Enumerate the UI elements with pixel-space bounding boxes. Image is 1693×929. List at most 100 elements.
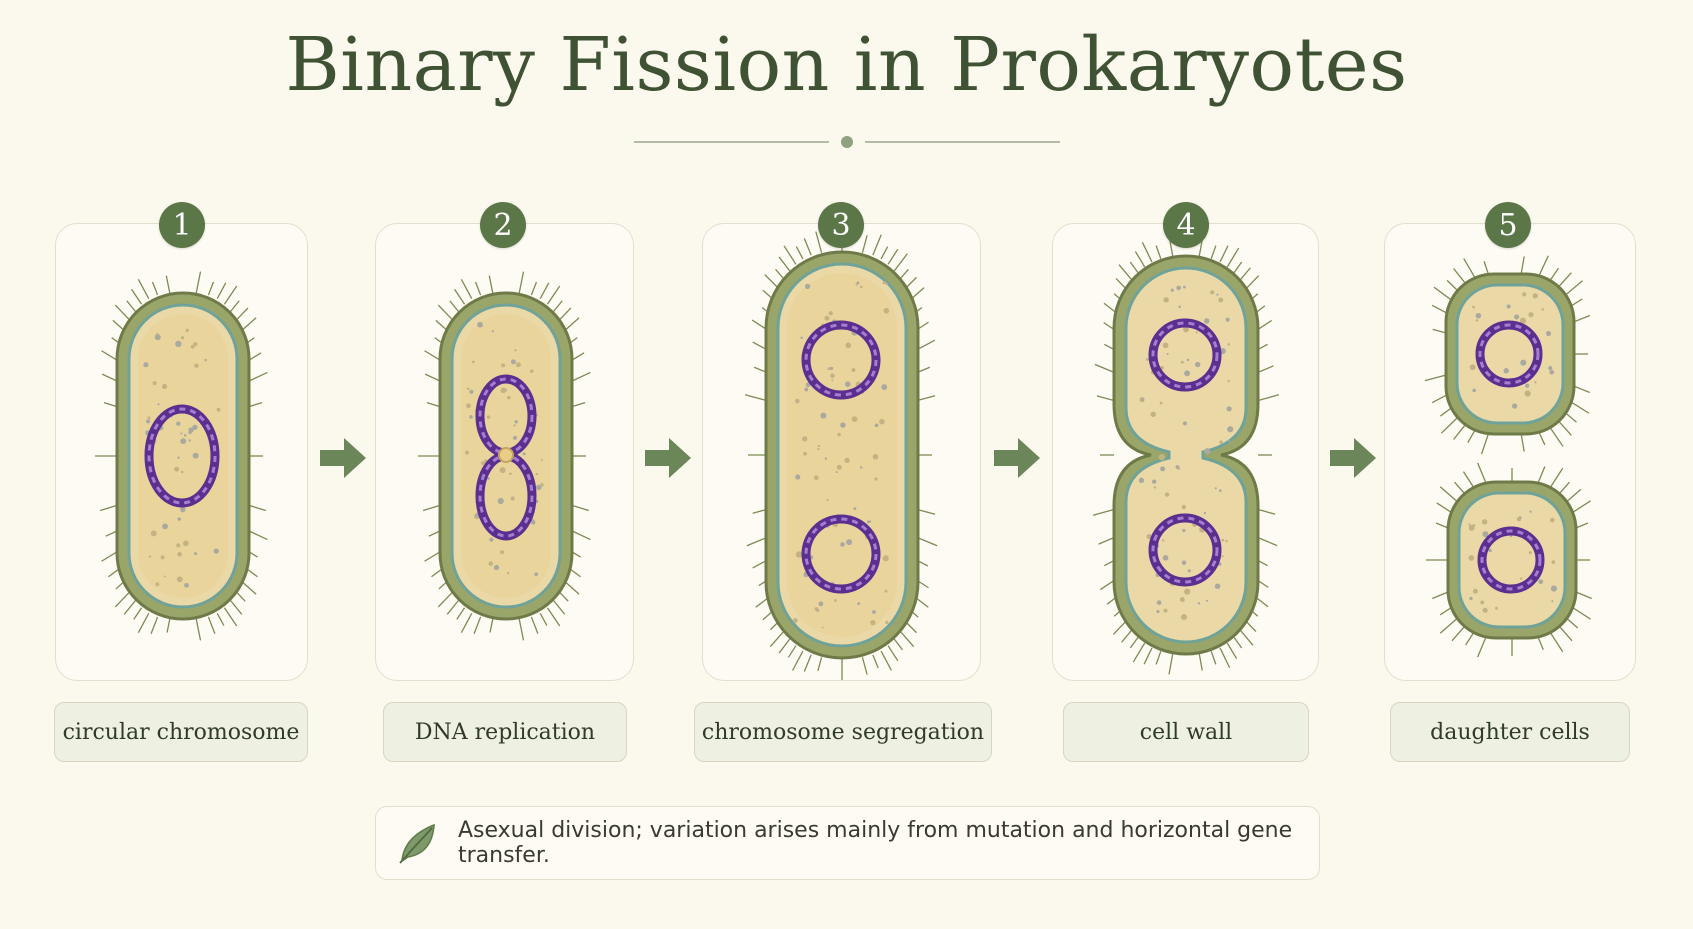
stage-3-panel [702,223,981,681]
cilium [456,607,466,620]
granule [824,315,830,321]
cilium [917,395,936,402]
granule [1482,607,1488,613]
cilium [1572,385,1591,394]
cilium [449,300,460,313]
cilium [248,504,267,512]
cilium [898,629,915,648]
granule [814,607,819,611]
cilium [1129,636,1140,649]
cilium [165,275,171,294]
cilium [1210,245,1217,260]
cilium [1453,268,1466,283]
granule [1178,305,1181,309]
cilium [1558,421,1572,436]
page-title: Binary Fission in Prokaryotes [285,22,1408,108]
stage-5-number-badge: 5 [1485,202,1531,248]
granule [1187,569,1191,573]
granule [874,423,879,428]
cilium [1571,606,1591,620]
cilium [1432,591,1450,600]
granule [845,342,852,349]
granule [500,550,505,555]
granule [1225,539,1228,543]
granule [882,280,886,285]
granule [879,418,885,425]
cilium [861,235,868,253]
cilium [453,288,466,305]
granule [885,620,889,624]
cilium [1558,272,1572,287]
granule [154,334,161,341]
cilium [1453,425,1466,440]
granule [1186,358,1190,362]
cilium [1226,642,1238,659]
granule [183,540,189,547]
granule [491,330,494,333]
granule [1150,411,1156,418]
cilium [1550,467,1564,488]
granule [870,619,876,626]
cilium [137,279,150,300]
granule [472,360,475,364]
cilium [1537,636,1544,651]
cilium [1559,626,1573,642]
granule [1227,343,1230,346]
granule [824,457,827,460]
cilium [1480,433,1490,455]
right-arrow-icon [994,438,1040,478]
granule [469,389,474,394]
granule [515,362,521,368]
cilium [488,275,494,294]
stage-2-cell-illustration [418,271,591,641]
cilium [893,638,904,651]
granule [1228,440,1231,443]
granule [851,368,856,373]
granule [840,422,846,428]
granule [162,523,168,530]
granule [844,457,850,464]
cilium [1439,486,1458,502]
stage-4-panel [1052,223,1319,681]
granule [501,363,506,368]
granule [1514,314,1520,320]
cilium [114,590,131,608]
cilium [1432,328,1447,334]
cilium [1520,433,1525,452]
granule [1180,360,1184,364]
granule [817,444,821,448]
granule [1205,599,1209,602]
cilium [1454,481,1465,494]
granule [868,520,872,523]
granule [1214,583,1221,589]
granule [152,381,157,386]
granule [800,336,803,340]
granule [802,436,808,442]
granule [493,564,500,571]
cilium [552,300,563,313]
cilium [437,304,454,322]
summary-note-text: Asexual division; variation arises mainl… [458,818,1293,868]
granule [1503,368,1509,374]
granule [1214,487,1217,490]
granule [1226,406,1232,412]
granule [1160,466,1166,472]
granule [469,415,473,419]
cilium [815,231,823,253]
cilium [223,285,238,305]
granule [488,561,494,566]
granule [1184,588,1191,595]
cilium [1477,462,1487,484]
granule [1216,293,1219,296]
granule [1472,305,1475,309]
stage-3-label: chromosome segregation [694,702,992,762]
granule [1166,352,1169,355]
cilium [460,612,473,633]
cilium [1168,652,1174,675]
granule [1221,538,1225,542]
cilium [1219,245,1229,263]
cilium [1198,652,1203,671]
granule [883,307,890,314]
cilium [1565,280,1584,296]
granule [1495,606,1498,610]
